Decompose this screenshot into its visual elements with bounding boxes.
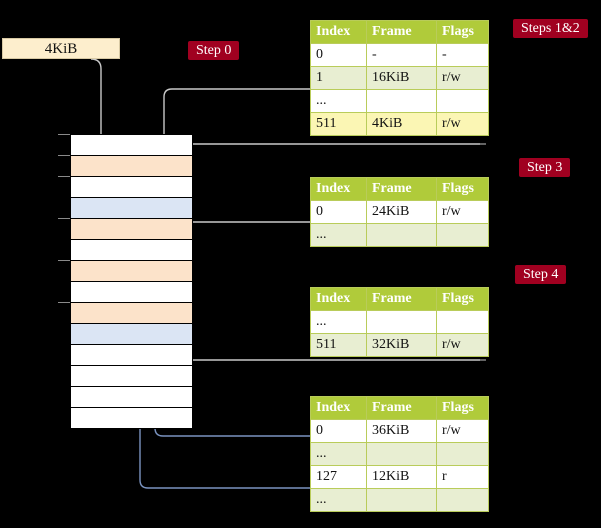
table-cell: ... bbox=[310, 442, 367, 466]
memory-frame-row bbox=[71, 345, 192, 366]
table-cell: 1 bbox=[310, 66, 367, 90]
memory-frame-row bbox=[71, 240, 192, 261]
table-cell: 12KiB bbox=[366, 465, 437, 489]
memory-frame-row bbox=[71, 135, 192, 156]
physical-memory-column bbox=[70, 134, 193, 429]
table-cell: 0 bbox=[310, 419, 367, 443]
source-frame-box: 4KiB bbox=[2, 38, 120, 59]
memory-frame-row bbox=[71, 282, 192, 303]
table-cell: 0 bbox=[310, 43, 367, 67]
memory-frame-row bbox=[71, 261, 192, 282]
column-header-index: Index bbox=[310, 287, 367, 311]
memory-frame-row bbox=[71, 408, 192, 429]
memory-frame-row bbox=[71, 177, 192, 198]
memory-frame-row bbox=[71, 156, 192, 177]
table-cell: 4KiB bbox=[366, 112, 437, 136]
table-cell: 36KiB bbox=[366, 419, 437, 443]
column-header-flags: Flags bbox=[436, 177, 489, 201]
column-header-frame: Frame bbox=[366, 287, 437, 311]
column-header-index: Index bbox=[310, 177, 367, 201]
column-header-frame: Frame bbox=[366, 177, 437, 201]
table-cell: r/w bbox=[436, 200, 489, 224]
memory-frame-row bbox=[71, 366, 192, 387]
table-row: ... bbox=[310, 310, 489, 334]
table-cell: ... bbox=[310, 89, 367, 113]
column-header-flags: Flags bbox=[436, 20, 489, 44]
table-row: 0-- bbox=[310, 43, 489, 67]
table-cell: 511 bbox=[310, 333, 367, 357]
badge-step-3: Step 3 bbox=[519, 158, 571, 177]
table-cell: 127 bbox=[310, 465, 367, 489]
table-cell: 0 bbox=[310, 200, 367, 224]
table-row: ... bbox=[310, 223, 489, 247]
table-cell: - bbox=[436, 43, 489, 67]
table-cell bbox=[436, 488, 489, 512]
memory-frame-row bbox=[71, 198, 192, 219]
table-cell: - bbox=[366, 43, 437, 67]
badge-step-0: Step 0 bbox=[188, 41, 240, 60]
table-cell: 32KiB bbox=[366, 333, 437, 357]
table-cell: r bbox=[436, 465, 489, 489]
table-cell: 16KiB bbox=[366, 66, 437, 90]
table-cell bbox=[366, 89, 437, 113]
memory-frame-row bbox=[71, 303, 192, 324]
memory-frame-row bbox=[71, 387, 192, 408]
table-cell bbox=[436, 89, 489, 113]
memory-frame-row bbox=[71, 324, 192, 345]
table-cell: r/w bbox=[436, 419, 489, 443]
memory-frame-row bbox=[71, 219, 192, 240]
table-cell bbox=[366, 488, 437, 512]
table-row: ... bbox=[310, 442, 489, 466]
table-cell: 24KiB bbox=[366, 200, 437, 224]
table-cell: r/w bbox=[436, 333, 489, 357]
table-cell: 511 bbox=[310, 112, 367, 136]
column-header-frame: Frame bbox=[366, 20, 437, 44]
column-header-flags: Flags bbox=[436, 396, 489, 420]
column-header-index: Index bbox=[310, 396, 367, 420]
table-cell bbox=[366, 442, 437, 466]
badge-step-4: Step 4 bbox=[515, 265, 567, 284]
table-cell: ... bbox=[310, 310, 367, 334]
table-row: ... bbox=[310, 488, 489, 512]
table-cell bbox=[366, 223, 437, 247]
memory-tick-marks bbox=[58, 134, 70, 303]
table-cell bbox=[436, 310, 489, 334]
table-cell: ... bbox=[310, 488, 367, 512]
table-cell: r/w bbox=[436, 112, 489, 136]
table-cell bbox=[366, 310, 437, 334]
table-cell bbox=[436, 442, 489, 466]
table-cell: ... bbox=[310, 223, 367, 247]
table-cell bbox=[436, 223, 489, 247]
badge-steps-1-and-2: Steps 1&2 bbox=[513, 19, 588, 38]
column-header-index: Index bbox=[310, 20, 367, 44]
column-header-flags: Flags bbox=[436, 287, 489, 311]
column-header-frame: Frame bbox=[366, 396, 437, 420]
table-row: ... bbox=[310, 89, 489, 113]
table-cell: r/w bbox=[436, 66, 489, 90]
